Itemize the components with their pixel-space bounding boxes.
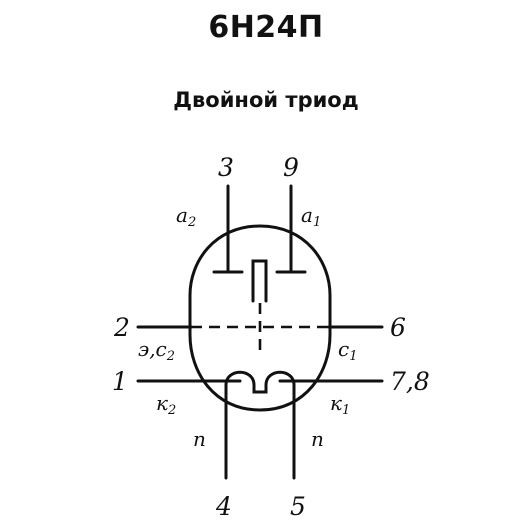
pin-1-label: 1 <box>112 367 128 396</box>
pin-5-label: 5 <box>290 492 306 521</box>
cathode-1-label: к1 <box>330 391 350 418</box>
heater-left-label: п <box>193 427 206 451</box>
pin-6-label: 6 <box>390 313 406 342</box>
pin-78-label: 7,8 <box>390 367 430 396</box>
cathode-2-label: к2 <box>156 391 176 418</box>
pin-3-label: 3 <box>218 153 234 182</box>
screen-grid-2-label: э,с2 <box>138 337 175 364</box>
internal-shield <box>251 259 268 303</box>
pin-2-label: 2 <box>113 313 130 342</box>
pin-9-label: 9 <box>283 153 299 182</box>
pin-4-label: 4 <box>215 492 232 521</box>
heater-filament <box>224 370 296 480</box>
grid-1-label: с1 <box>338 337 357 364</box>
tube-model-title: 6Н24П <box>208 10 324 45</box>
tube-type-subtitle: Двойной триод <box>173 88 359 112</box>
anode-2-label: a2 <box>176 203 196 230</box>
heater-right-label: п <box>311 427 324 451</box>
anode-1-label: a1 <box>301 203 321 230</box>
